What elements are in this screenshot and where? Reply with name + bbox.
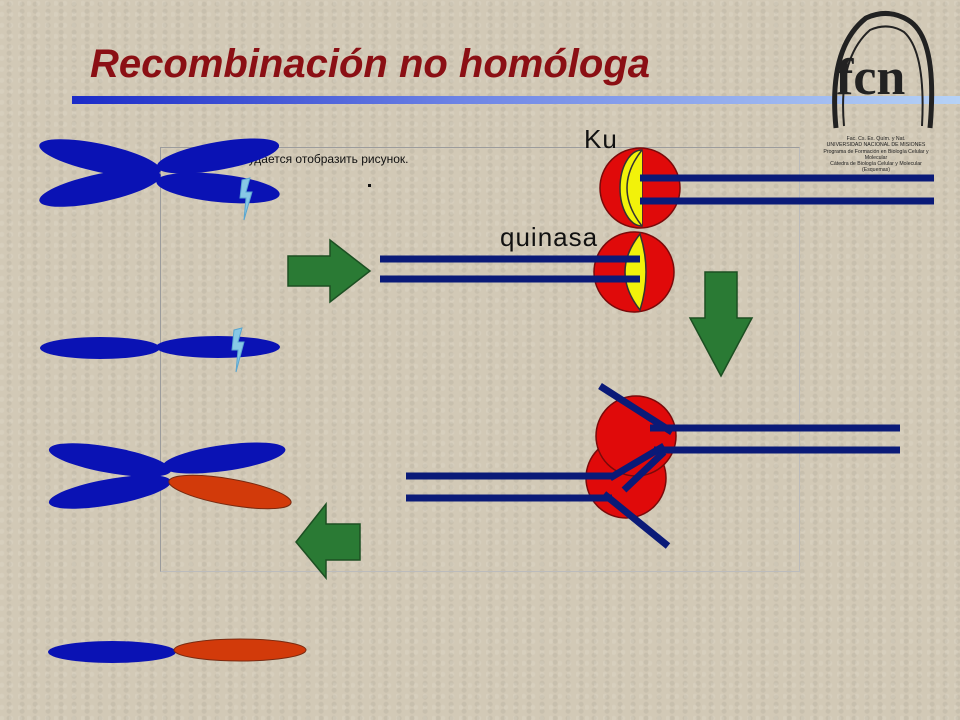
dna-end-ku [640, 174, 934, 205]
chromosome-x-intact [39, 138, 280, 207]
logo-line-5: Cátedra de Biología Celular y Molecular [830, 161, 922, 168]
logo-line-4: Molecular [864, 154, 888, 161]
broken-image-message: Не удается отобразить рисунок. [230, 152, 409, 166]
label-ku: Ku [584, 124, 618, 154]
green-down-arrow [688, 271, 754, 378]
quinasa-protein [593, 231, 675, 313]
label-quinasa: quinasa [500, 222, 599, 252]
green-right-arrow [287, 238, 372, 304]
fcn-logo: fcn [832, 11, 935, 129]
dna-end-quinasa [380, 255, 640, 283]
broken-image-frame [160, 147, 800, 572]
ku-protein [599, 147, 681, 229]
logo-line-1: Fac. Cs. Ex. Quím. y Nat. [846, 136, 906, 142]
logo-line-2: UNIVERSIDAD NACIONAL DE MISIONES [826, 142, 926, 149]
lightning-break-icon [231, 327, 245, 373]
chromosome-rejoined [48, 638, 307, 663]
chromosome-translocated [48, 442, 292, 510]
lightning-break-icon [239, 177, 253, 221]
logo-line-3: Programa de Formación en Biología Celula… [823, 148, 929, 155]
logo-caption: Fac. Cs. Ex. Quím. y Nat. UNIVERSIDAD NA… [806, 136, 946, 174]
logo-letters: fcn [836, 49, 905, 106]
title-underline-bar [72, 96, 960, 104]
logo-line-6: (Esquemas) [862, 167, 890, 174]
stray-dot [368, 184, 371, 187]
dna-joined-strands [406, 383, 900, 549]
chromosome-broken [40, 336, 280, 359]
slide-title: Recombinación no homóloga [90, 42, 651, 86]
green-left-arrow [295, 501, 361, 581]
